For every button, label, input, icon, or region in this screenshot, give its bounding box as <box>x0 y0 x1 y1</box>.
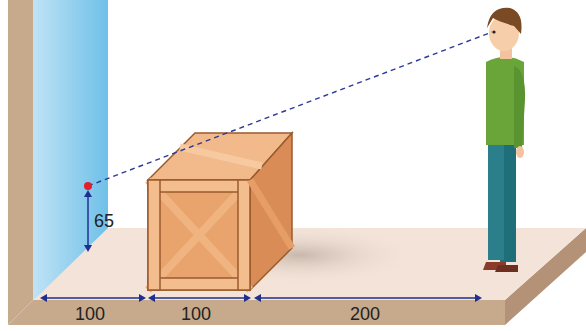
dimension-label: 200 <box>350 305 380 323</box>
floor-edge <box>8 300 505 325</box>
height-label: 65 <box>94 212 114 230</box>
dimension-label: 100 <box>181 305 211 323</box>
mirror-point <box>84 182 92 190</box>
sight-line <box>88 32 492 186</box>
mirror <box>33 0 108 300</box>
wall <box>8 0 33 325</box>
floor-dimensions <box>40 294 482 302</box>
crate <box>148 133 292 290</box>
dimension-label: 100 <box>75 305 105 323</box>
height-dimension <box>84 190 92 252</box>
boy <box>483 8 525 272</box>
